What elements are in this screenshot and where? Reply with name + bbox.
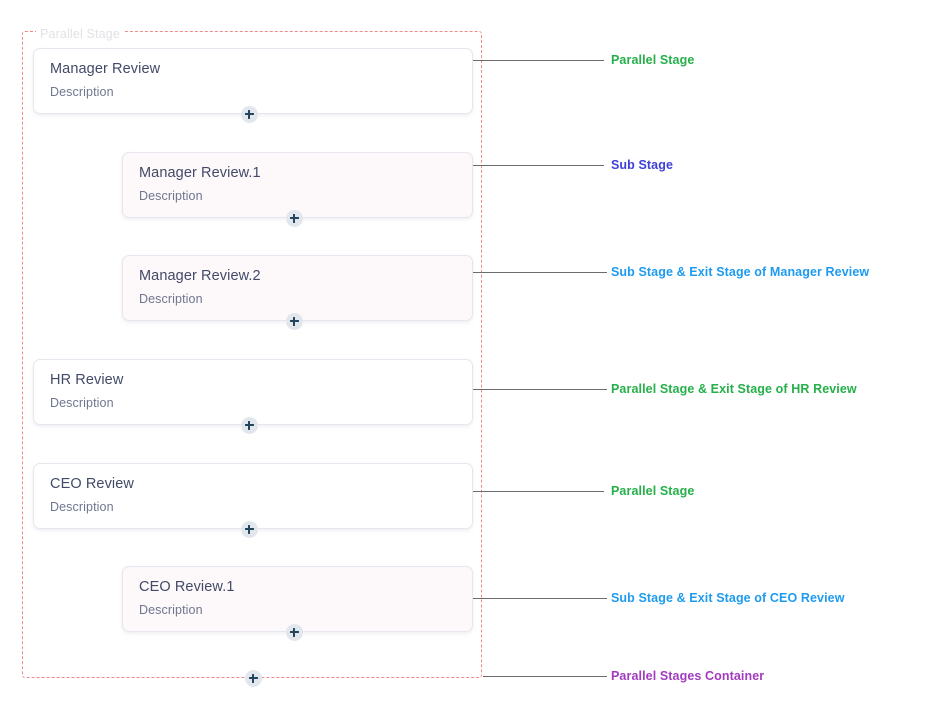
add-stage-to-container-button[interactable] [244,669,262,687]
stage-card-manager-review[interactable]: Manager Review Description [33,48,473,114]
stage-card-manager-review-1[interactable]: Manager Review.1 Description [122,152,473,218]
stage-card-ceo-review[interactable]: CEO Review Description [33,463,473,529]
add-stage-after-hr-review-button[interactable] [240,416,258,434]
annotation-connector-line [473,165,604,166]
add-stage-after-manager-review-2-button[interactable] [285,312,303,330]
annotation-label-sub-stage-exit-manager-review: Sub Stage & Exit Stage of Manager Review [611,265,870,279]
stage-card-description: Description [50,500,114,514]
annotation-connector-line [473,60,604,61]
annotation-connector-line [473,598,607,599]
stage-card-hr-review[interactable]: HR Review Description [33,359,473,425]
stage-card-title: Manager Review.2 [139,268,261,284]
parallel-stages-container-legend: Parallel Stage [36,27,125,41]
annotation-connector-line [483,676,607,677]
add-stage-after-ceo-review-1-button[interactable] [285,623,303,641]
stage-card-title: Manager Review.1 [139,165,261,181]
annotation-label-parallel-stage-exit-hr-review: Parallel Stage & Exit Stage of HR Review [611,382,857,396]
stage-card-title: Manager Review [50,61,161,77]
stage-card-title: HR Review [50,372,124,388]
stage-card-manager-review-2[interactable]: Manager Review.2 Description [122,255,473,321]
stage-card-title: CEO Review.1 [139,579,235,595]
stage-card-description: Description [139,603,203,617]
annotation-connector-line [473,272,607,273]
stage-card-title: CEO Review [50,476,134,492]
stage-card-description: Description [50,396,114,410]
annotation-connector-line [473,491,604,492]
add-stage-after-ceo-review-button[interactable] [240,520,258,538]
add-stage-after-manager-review-button[interactable] [240,105,258,123]
annotation-label-parallel-stage-manager-review: Parallel Stage [611,53,695,67]
annotation-connector-line [473,389,607,390]
stage-card-ceo-review-1[interactable]: CEO Review.1 Description [122,566,473,632]
stage-card-description: Description [139,292,203,306]
annotation-label-sub-stage: Sub Stage [611,158,674,172]
stage-card-description: Description [139,189,203,203]
stage-card-description: Description [50,85,114,99]
annotation-label-parallel-stages-container: Parallel Stages Container [611,669,765,683]
annotation-label-parallel-stage-ceo-review: Parallel Stage [611,484,695,498]
annotation-label-sub-stage-exit-ceo-review: Sub Stage & Exit Stage of CEO Review [611,591,845,605]
add-stage-after-manager-review-1-button[interactable] [285,209,303,227]
